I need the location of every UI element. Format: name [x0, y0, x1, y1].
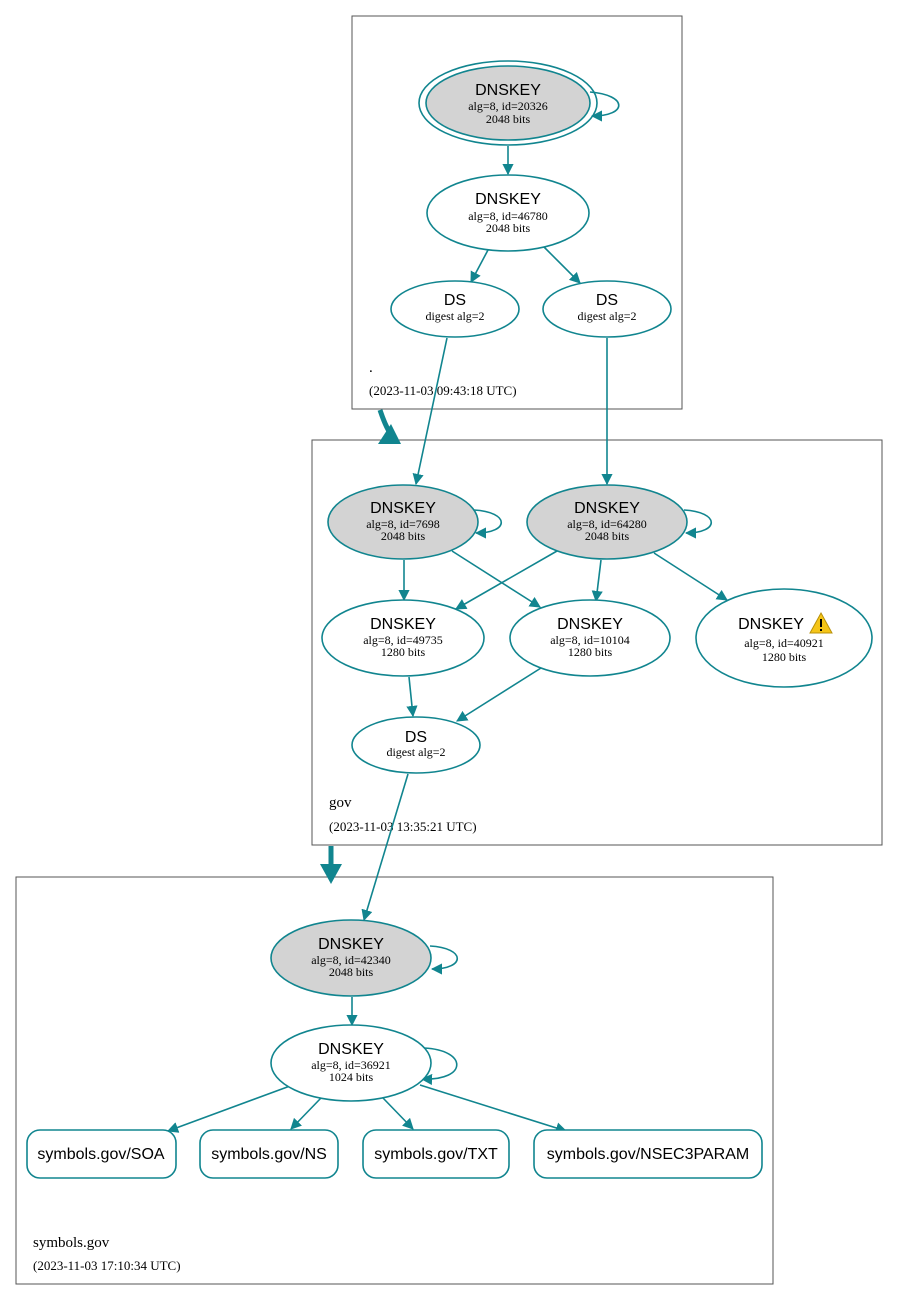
edge-sym-zsk-self	[420, 1047, 458, 1086]
zone-symbols: symbols.gov (2023-11-03 17:10:34 UTC)	[15, 876, 774, 1285]
zone-gov-name: gov	[329, 795, 352, 811]
edge-gov-ds-sym-ksk	[361, 773, 409, 922]
node-sym-ksk-bits: 2048 bits	[329, 965, 374, 979]
rrset-nsec3param-label: symbols.gov/NSEC3PARAM	[547, 1146, 749, 1163]
node-gov-ksk1-type: DNSKEY	[370, 500, 436, 517]
node-root-ds1[interactable]: DS digest alg=2	[390, 280, 520, 338]
node-root-ksk[interactable]: DNSKEY alg=8, id=20326 2048 bits	[418, 60, 598, 146]
edge-root-zsk-ds1	[470, 249, 489, 283]
rrset-soa-label: symbols.gov/SOA	[37, 1146, 164, 1163]
node-gov-ksk2-alg: alg=8, id=64280	[567, 517, 647, 531]
node-gov-zsk1-alg: alg=8, id=49735	[363, 633, 443, 647]
edge-root-ksk-self	[589, 91, 620, 122]
edge-gov-zsk2-ds	[456, 667, 542, 722]
node-gov-zsk3[interactable]: DNSKEY alg=8, id=40921 1280 bits	[695, 588, 873, 688]
delegation-arrows	[320, 409, 401, 884]
zone-gov: gov (2023-11-03 13:35:21 UTC)	[311, 439, 883, 846]
node-sym-zsk-type: DNSKEY	[318, 1041, 384, 1058]
zone-symbols-name: symbols.gov	[33, 1235, 110, 1251]
node-gov-zsk2-type: DNSKEY	[557, 616, 623, 633]
node-root-zsk[interactable]: DNSKEY alg=8, id=46780 2048 bits	[426, 174, 590, 252]
node-root-ksk-bits: 2048 bits	[486, 112, 531, 126]
node-gov-ksk2-type: DNSKEY	[574, 500, 640, 517]
node-root-ds2-digest: digest alg=2	[577, 309, 636, 323]
node-root-zsk-bits: 2048 bits	[486, 221, 531, 235]
warning-triangle-icon	[809, 611, 833, 634]
node-gov-zsk3-alg: alg=8, id=40921	[744, 636, 824, 650]
node-gov-zsk2-alg: alg=8, id=10104	[550, 633, 630, 647]
zone-root: . (2023-11-03 09:43:18 UTC)	[351, 15, 683, 410]
rrset-soa[interactable]: symbols.gov/SOA	[26, 1129, 177, 1179]
rrset-nsec3param[interactable]: symbols.gov/NSEC3PARAM	[533, 1129, 763, 1179]
edge-gov-zsk1-ds	[406, 676, 418, 718]
zone-symbols-border	[15, 876, 774, 1285]
node-gov-zsk3-bits: 1280 bits	[762, 650, 807, 664]
node-gov-zsk1-type: DNSKEY	[370, 616, 436, 633]
rrset-ns[interactable]: symbols.gov/NS	[199, 1129, 339, 1179]
edge-sym-ksk-self	[429, 945, 459, 975]
edges	[166, 91, 728, 1134]
node-gov-ksk1[interactable]: DNSKEY alg=8, id=7698 2048 bits	[327, 484, 479, 560]
edge-gov-ksk1-zsk2	[451, 550, 541, 608]
node-gov-ksk1-bits: 2048 bits	[381, 529, 426, 543]
node-sym-ksk-alg: alg=8, id=42340	[311, 953, 391, 967]
node-gov-ds-digest: digest alg=2	[386, 745, 445, 759]
delegation-arrowhead-gov-symbols	[320, 864, 342, 884]
zone-symbols-timestamp: (2023-11-03 17:10:34 UTC)	[33, 1258, 181, 1273]
node-gov-ksk1-alg: alg=8, id=7698	[366, 517, 440, 531]
node-gov-zsk1[interactable]: DNSKEY alg=8, id=49735 1280 bits	[321, 599, 485, 677]
edge-sym-zsk-txt	[382, 1097, 414, 1130]
node-sym-zsk-alg: alg=8, id=36921	[311, 1058, 391, 1072]
zone-root-name: .	[369, 360, 373, 376]
edge-gov-ksk2-zsk1	[455, 550, 558, 610]
node-gov-zsk3-type: DNSKEY	[738, 616, 804, 633]
node-root-zsk-type: DNSKEY	[475, 191, 541, 208]
edge-sym-zsk-ns	[290, 1097, 322, 1130]
node-root-ds2[interactable]: DS digest alg=2	[542, 280, 672, 338]
node-gov-ksk2-bits: 2048 bits	[585, 529, 630, 543]
rrset-txt[interactable]: symbols.gov/TXT	[362, 1129, 510, 1179]
edge-gov-ksk2-self	[683, 509, 713, 539]
edge-gov-ksk2-zsk2	[591, 559, 603, 603]
edge-gov-ksk2-zsk3	[653, 552, 728, 601]
edge-gov-ksk1-self	[473, 509, 503, 539]
node-root-ds1-type: DS	[444, 292, 466, 309]
node-sym-ksk[interactable]: DNSKEY alg=8, id=42340 2048 bits	[270, 919, 432, 997]
rrset-txt-label: symbols.gov/TXT	[374, 1146, 498, 1163]
node-gov-ds[interactable]: DS digest alg=2	[351, 716, 481, 774]
node-gov-ds-type: DS	[405, 729, 427, 746]
edge-sym-zsk-nsec3param	[419, 1084, 568, 1134]
zone-gov-timestamp: (2023-11-03 13:35:21 UTC)	[329, 819, 477, 834]
node-root-ksk-type: DNSKEY	[475, 82, 541, 99]
node-gov-ksk2[interactable]: DNSKEY alg=8, id=64280 2048 bits	[526, 484, 688, 560]
node-gov-zsk2[interactable]: DNSKEY alg=8, id=10104 1280 bits	[509, 599, 671, 677]
node-gov-zsk1-bits: 1280 bits	[381, 645, 426, 659]
node-root-zsk-alg: alg=8, id=46780	[468, 209, 548, 223]
node-sym-zsk[interactable]: DNSKEY alg=8, id=36921 1024 bits	[270, 1024, 432, 1102]
zone-root-border	[351, 15, 683, 410]
edge-sym-zsk-soa	[166, 1085, 291, 1133]
node-gov-zsk2-bits: 1280 bits	[568, 645, 613, 659]
zone-root-timestamp: (2023-11-03 09:43:18 UTC)	[369, 383, 517, 398]
edge-root-zsk-ds2	[542, 245, 581, 284]
node-root-ds2-type: DS	[596, 292, 618, 309]
delegation-arrowhead-root-gov	[378, 424, 401, 444]
node-root-ds1-digest: digest alg=2	[425, 309, 484, 323]
node-root-ksk-alg: alg=8, id=20326	[468, 99, 548, 113]
node-sym-ksk-type: DNSKEY	[318, 936, 384, 953]
zone-gov-border	[311, 439, 883, 846]
edge-ds1-gov-ksk1	[412, 337, 448, 486]
rrset-ns-label: symbols.gov/NS	[211, 1146, 327, 1163]
node-sym-zsk-bits: 1024 bits	[329, 1070, 374, 1084]
